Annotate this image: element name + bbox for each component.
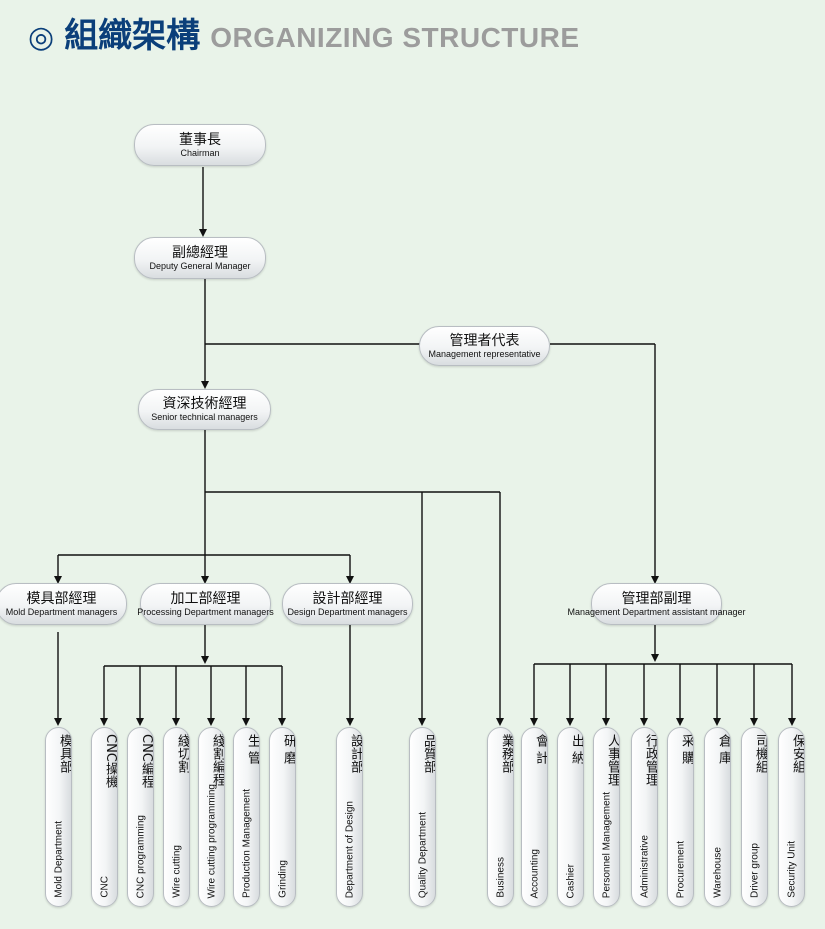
unit-label-zh: 綫割編程	[210, 734, 225, 786]
unit-label-en: Accounting	[529, 848, 540, 898]
unit-label-en: Administrative	[639, 835, 650, 898]
double-circle-icon: ◎	[28, 20, 55, 55]
unit-label-en: Warehouse	[712, 847, 723, 898]
node-label-zh: 副總經理	[172, 244, 228, 261]
unit-label-zh: 業務部	[499, 734, 514, 773]
unit-label-en: Procurement	[675, 840, 686, 898]
unit-quality-department: 品質部 Quality Department	[409, 727, 436, 907]
unit-warehouse: 倉 庫 Warehouse	[704, 727, 731, 907]
unit-label-en: Wire cutting programming	[206, 783, 217, 898]
node-management-assistant-manager: 管理部副理 Management Department assistant ma…	[567, 583, 746, 625]
unit-label-zh: 生 管	[245, 734, 260, 765]
unit-label-en: Business	[495, 857, 506, 898]
node-label-zh: 管理部副理	[621, 590, 692, 607]
unit-label-zh: CNC編程	[139, 734, 154, 788]
unit-cnc-operation: CNC操機 CNC	[91, 727, 118, 907]
unit-label-zh: 綫切割	[175, 734, 190, 773]
unit-label-en: Grinding	[277, 860, 288, 898]
unit-design-department: 設計部 Department of Design	[336, 727, 363, 907]
unit-label-en: CNC programming	[135, 814, 146, 898]
node-label-en: Design Department managers	[287, 606, 408, 617]
unit-accounting: 會 計 Accounting	[521, 727, 548, 907]
unit-label-en: Security Unit	[786, 841, 797, 898]
node-label-zh: 設計部經理	[312, 590, 383, 607]
unit-administrative: 行政管理 Administrative	[631, 727, 658, 907]
unit-label-zh: 研 磨	[281, 734, 296, 765]
unit-label-zh: 采 購	[679, 734, 694, 765]
unit-security-unit: 保安組 Security Unit	[778, 727, 805, 907]
node-senior-technical-manager: 資深技術經理 Senior technical managers	[138, 389, 271, 430]
unit-label-zh: 設計部	[348, 734, 363, 773]
node-label-zh: 董事長	[179, 131, 221, 148]
page-header: ◎ 組織架構 ORGANIZING STRUCTURE	[28, 8, 580, 56]
unit-label-en: Cashier	[565, 863, 576, 898]
unit-label-zh: 倉 庫	[716, 734, 731, 765]
unit-label-zh: 會 計	[533, 734, 548, 765]
node-label-en: Deputy General Manager	[149, 260, 251, 271]
node-label-en: Processing Department managers	[137, 606, 274, 617]
unit-label-zh: CNC操機	[103, 734, 118, 788]
unit-grinding: 研 磨 Grinding	[269, 727, 296, 907]
node-label-en: Mold Department managers	[5, 606, 118, 617]
unit-label-zh: 品質部	[421, 734, 436, 773]
unit-personnel-management: 人事管理 Personnel Management	[593, 727, 620, 907]
unit-mold-department: 模具部 Mold Department	[45, 727, 72, 907]
node-label-zh: 資深技術經理	[162, 396, 247, 412]
node-management-representative: 管理者代表 Management representative	[419, 326, 550, 366]
unit-label-zh: 出 納	[569, 734, 584, 765]
unit-label-zh: 人事管理	[605, 734, 620, 786]
node-label-en: Chairman	[180, 147, 220, 158]
node-label-en: Senior technical managers	[151, 412, 258, 422]
node-chairman: 董事長 Chairman	[134, 124, 266, 166]
unit-cnc-programming: CNC編程 CNC programming	[127, 727, 154, 907]
unit-label-en: Department of Design	[344, 800, 355, 898]
unit-label-zh: 行政管理	[643, 734, 658, 786]
node-label-zh: 加工部經理	[170, 590, 241, 607]
unit-label-en: Wire cutting	[171, 845, 182, 898]
node-label-zh: 管理者代表	[449, 332, 520, 349]
page-title: 組織架構	[64, 16, 201, 56]
node-mold-department-manager: 模具部經理 Mold Department managers	[0, 583, 127, 625]
unit-label-en: Production Management	[241, 789, 252, 898]
unit-label-en: Quality Department	[417, 811, 428, 898]
node-deputy-general-manager: 副總經理 Deputy General Manager	[134, 237, 266, 279]
node-label-en: Management Department assistant manager	[567, 606, 746, 617]
unit-driver-group: 司機組 Driver group	[741, 727, 768, 907]
node-label-en: Management representative	[428, 348, 541, 359]
page-subtitle: ORGANIZING STRUCTURE	[210, 22, 580, 53]
node-design-department-manager: 設計部經理 Design Department managers	[282, 583, 413, 625]
unit-label-zh: 保安組	[790, 734, 805, 773]
unit-label-zh: 模具部	[57, 734, 72, 773]
node-processing-department-manager: 加工部經理 Processing Department managers	[137, 583, 274, 625]
unit-wire-cutting: 綫切割 Wire cutting	[163, 727, 190, 907]
unit-label-en: Driver group	[749, 842, 760, 898]
unit-business: 業務部 Business	[487, 727, 514, 907]
unit-cashier: 出 納 Cashier	[557, 727, 584, 907]
unit-label-en: Personnel Management	[601, 791, 612, 898]
unit-label-en: Mold Department	[53, 821, 64, 898]
unit-wire-cutting-programming: 綫割編程 Wire cutting programming	[198, 727, 225, 907]
unit-label-zh: 司機組	[753, 734, 768, 773]
unit-production-management: 生 管 Production Management	[233, 727, 260, 907]
node-label-zh: 模具部經理	[26, 590, 97, 607]
unit-label-en: CNC	[99, 876, 110, 898]
unit-procurement: 采 購 Procurement	[667, 727, 694, 907]
